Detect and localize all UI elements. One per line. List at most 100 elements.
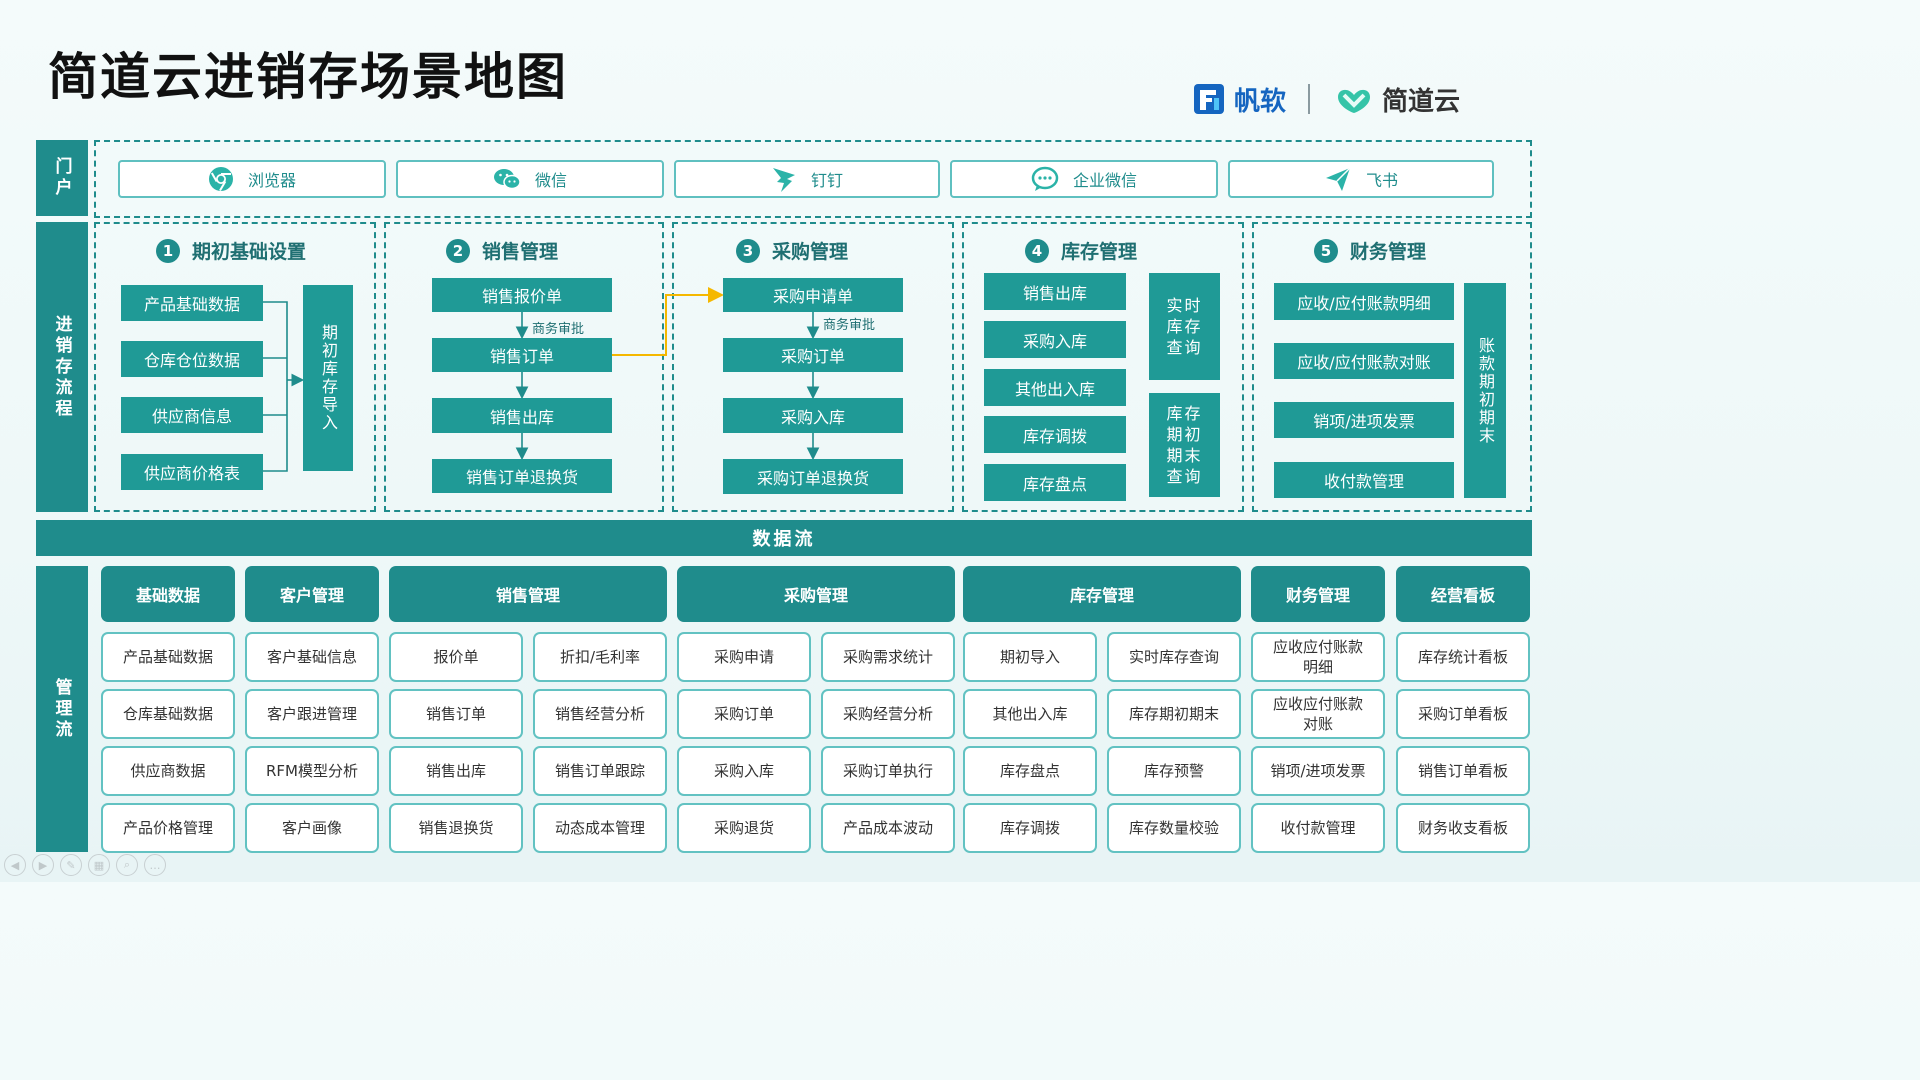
mgmt-header-base[interactable]: 基础数据 [101, 566, 235, 622]
mgmt-item-customer[interactable]: 客户基础信息 [245, 632, 379, 682]
inventory-flow-item[interactable]: 采购入库 [984, 321, 1126, 358]
purchase-flow-item[interactable]: 采购订单 [723, 338, 903, 372]
mgmt-item-inventory[interactable]: 其他出入库 [963, 689, 1097, 739]
zoom-icon[interactable]: ⌕ [116, 854, 138, 876]
mgmt-item-purchase[interactable]: 采购退货 [677, 803, 811, 853]
mgmt-item-purchase[interactable]: 采购需求统计 [821, 632, 955, 682]
mgmt-item-purchase[interactable]: 采购订单执行 [821, 746, 955, 796]
mgmt-item-purchase[interactable]: 采购申请 [677, 632, 811, 682]
mgmt-item-inventory[interactable]: 实时库存查询 [1107, 632, 1241, 682]
mgmt-item-sales[interactable]: 折扣/毛利率 [533, 632, 667, 682]
mgmt-item-purchase[interactable]: 采购经营分析 [821, 689, 955, 739]
finance-flow-item[interactable]: 应收/应付账款对账 [1274, 343, 1454, 379]
chrome-icon [208, 167, 233, 192]
finance-flow-item[interactable]: 销项/进项发票 [1274, 402, 1454, 438]
receivable-period-balance-label: 账款期初期末 [1476, 336, 1495, 445]
mgmt-item-dashboard[interactable]: 销售订单看板 [1396, 746, 1530, 796]
setup-item[interactable]: 仓库仓位数据 [121, 341, 263, 377]
mgmt-item-base[interactable]: 产品基础数据 [101, 632, 235, 682]
initial-inventory-import[interactable]: 期初库存导入 [303, 285, 353, 471]
setup-item[interactable]: 供应商价格表 [121, 454, 263, 490]
purchase-flow-item[interactable]: 采购申请单 [723, 278, 903, 312]
mgmt-item-purchase[interactable]: 产品成本波动 [821, 803, 955, 853]
portal-feishu[interactable]: 飞书 [1228, 160, 1494, 198]
mgmt-item-dashboard[interactable]: 库存统计看板 [1396, 632, 1530, 682]
mgmt-item-inventory[interactable]: 期初导入 [963, 632, 1097, 682]
sales-approval-note: 商务审批 [532, 322, 585, 337]
portal-wechat[interactable]: 微信 [396, 160, 664, 198]
sales-flow-item[interactable]: 销售订单 [432, 338, 612, 372]
mgmt-item-sales[interactable]: 销售出库 [389, 746, 523, 796]
prev-slide-icon[interactable]: ◀ [4, 854, 26, 876]
mgmt-item-customer[interactable]: 客户画像 [245, 803, 379, 853]
purchase-flow-item[interactable]: 采购入库 [723, 398, 903, 433]
portal-browser[interactable]: 浏览器 [118, 160, 386, 198]
finance-flow-item[interactable]: 应收/应付账款明细 [1274, 283, 1454, 320]
finance-flow-item[interactable]: 收付款管理 [1274, 462, 1454, 498]
mgmt-item-base[interactable]: 仓库基础数据 [101, 689, 235, 739]
mgmt-item-inventory[interactable]: 库存盘点 [963, 746, 1097, 796]
inventory-flow-item[interactable]: 销售出库 [984, 273, 1126, 310]
sales-flow-item[interactable]: 销售出库 [432, 398, 612, 433]
mgmt-item-finance[interactable]: 应收应付账款明细 [1251, 632, 1385, 682]
mgmt-item-purchase[interactable]: 采购订单 [677, 689, 811, 739]
section-title-text: 库存管理 [1061, 241, 1138, 263]
sales-flow-item[interactable]: 销售报价单 [432, 278, 612, 312]
mgmt-item-inventory[interactable]: 库存数量校验 [1107, 803, 1241, 853]
mgmt-header-customer[interactable]: 客户管理 [245, 566, 379, 622]
mgmt-item-finance[interactable]: 销项/进项发票 [1251, 746, 1385, 796]
mgmt-item-base[interactable]: 供应商数据 [101, 746, 235, 796]
setup-item[interactable]: 供应商信息 [121, 397, 263, 433]
jiandaoyun-logo-text: 简道云 [1382, 86, 1461, 117]
mgmt-header-finance[interactable]: 财务管理 [1251, 566, 1385, 622]
mgmt-item-sales[interactable]: 销售经营分析 [533, 689, 667, 739]
setup-item[interactable]: 产品基础数据 [121, 285, 263, 321]
more-icon[interactable]: … [144, 854, 166, 876]
mgmt-item-inventory[interactable]: 库存调拨 [963, 803, 1097, 853]
inventory-flow-item[interactable]: 库存盘点 [984, 464, 1126, 501]
mgmt-item-dashboard[interactable]: 采购订单看板 [1396, 689, 1530, 739]
mgmt-item-finance[interactable]: 应收应付账款对账 [1251, 689, 1385, 739]
inventory-flow-item[interactable]: 库存调拨 [984, 416, 1126, 453]
mgmt-item-sales[interactable]: 销售退换货 [389, 803, 523, 853]
mgmt-header-dashboard[interactable]: 经营看板 [1396, 566, 1530, 622]
feishu-icon [1325, 167, 1351, 191]
grid-icon[interactable]: ▦ [88, 854, 110, 876]
slideshow-controls: ◀ ▶ ✎ ▦ ⌕ … [4, 854, 166, 876]
mgmt-item-sales[interactable]: 销售订单跟踪 [533, 746, 667, 796]
initial-inventory-import-label: 期初库存导入 [319, 324, 338, 432]
portal-dingtalk[interactable]: 钉钉 [674, 160, 940, 198]
pen-icon[interactable]: ✎ [60, 854, 82, 876]
mgmt-item-customer[interactable]: RFM模型分析 [245, 746, 379, 796]
mgmt-item-finance[interactable]: 收付款管理 [1251, 803, 1385, 853]
period-inventory-query[interactable]: 库存期初期末查询 [1149, 393, 1220, 497]
mgmt-header-sales[interactable]: 销售管理 [389, 566, 667, 622]
jiandaoyun-logo-icon [1338, 89, 1371, 113]
fanruan-logo: 帆软 [1192, 81, 1286, 118]
section-title-text: 销售管理 [482, 241, 559, 263]
realtime-inventory-query[interactable]: 实时库存查询 [1149, 273, 1220, 380]
receivable-period-balance[interactable]: 账款期初期末 [1464, 283, 1506, 498]
realtime-inventory-query-label: 实时库存查询 [1166, 296, 1203, 357]
portal-wecom[interactable]: 企业微信 [950, 160, 1218, 198]
mgmt-item-customer[interactable]: 客户跟进管理 [245, 689, 379, 739]
mgmt-item-sales[interactable]: 动态成本管理 [533, 803, 667, 853]
mgmt-item-inventory[interactable]: 库存预警 [1107, 746, 1241, 796]
section-title-setup: 1 期初基础设置 [156, 237, 306, 264]
mgmt-item-inventory[interactable]: 库存期初期末 [1107, 689, 1241, 739]
mgmt-item-purchase[interactable]: 采购入库 [677, 746, 811, 796]
mgmt-item-base[interactable]: 产品价格管理 [101, 803, 235, 853]
step-number-badge: 2 [446, 238, 470, 263]
mgmt-header-purchase[interactable]: 采购管理 [677, 566, 955, 622]
mgmt-header-inventory[interactable]: 库存管理 [963, 566, 1241, 622]
sales-flow-item[interactable]: 销售订单退换货 [432, 459, 612, 493]
inventory-flow-item[interactable]: 其他出入库 [984, 369, 1126, 406]
mgmt-item-sales[interactable]: 报价单 [389, 632, 523, 682]
mgmt-item-sales[interactable]: 销售订单 [389, 689, 523, 739]
mgmt-item-dashboard[interactable]: 财务收支看板 [1396, 803, 1530, 853]
process-panel-3 [672, 222, 954, 512]
purchase-flow-item[interactable]: 采购订单退换货 [723, 459, 903, 494]
sidebar-management: 管理流 [36, 566, 88, 852]
next-slide-icon[interactable]: ▶ [32, 854, 54, 876]
section-title-text: 财务管理 [1350, 241, 1427, 263]
